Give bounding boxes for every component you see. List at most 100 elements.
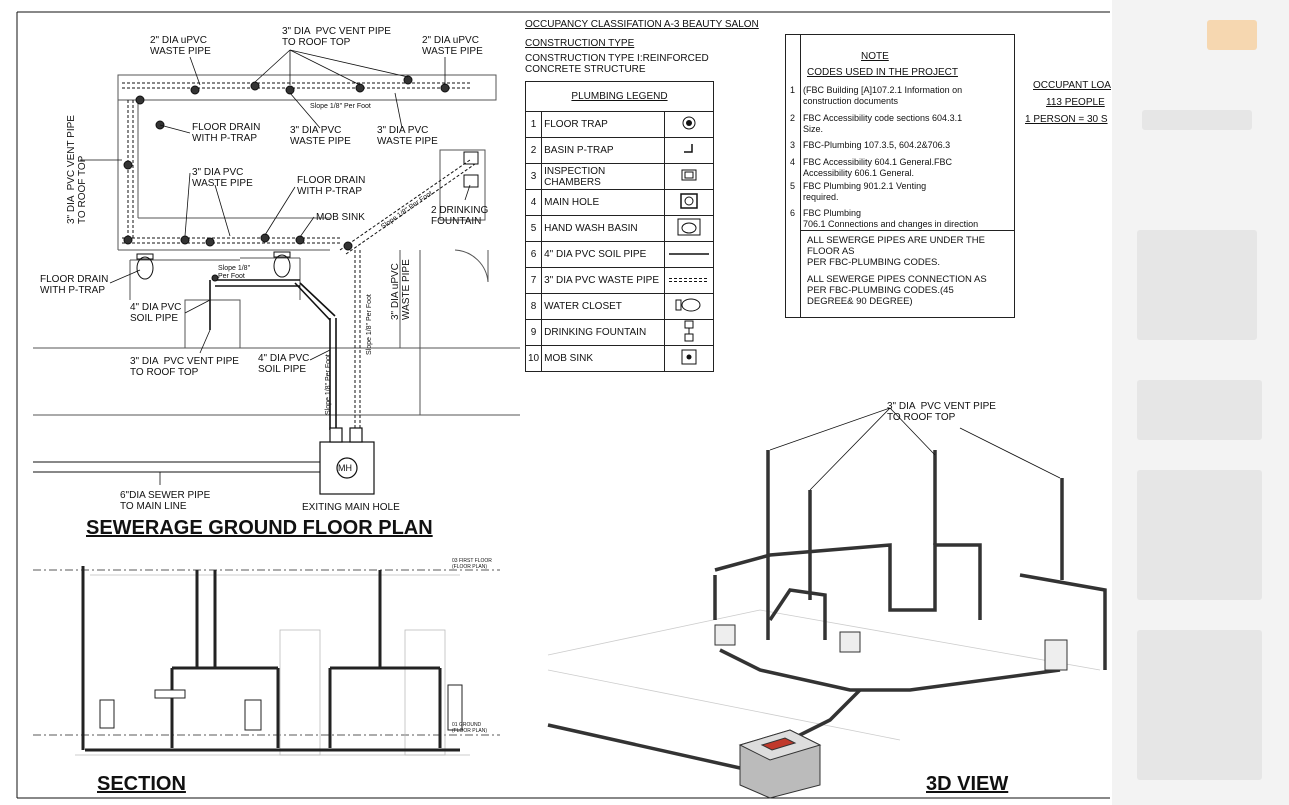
notes-title: NOTE xyxy=(861,51,889,62)
label-main-hole: EXITING MAIN HOLE xyxy=(302,502,400,513)
inspection-chamber-icon xyxy=(664,163,714,190)
label-drinking-fountain: 2 DRINKING FOUNTAIN xyxy=(431,205,489,227)
legend-row-number: 9 xyxy=(524,319,543,346)
construction-type-text: CONSTRUCTION TYPE I:REINFORCED CONCRETE … xyxy=(525,53,709,75)
water-closet-icon xyxy=(664,293,714,320)
plan-leader-lines xyxy=(80,49,471,485)
legend-row: 8 WATER CLOSET xyxy=(524,293,714,320)
label-floor-drain-3: FLOOR DRAIN WITH P-TRAP xyxy=(40,274,109,296)
view3d-vent-pipes xyxy=(766,450,1064,640)
legend-row-number: 2 xyxy=(524,137,543,164)
view3d-fixtures xyxy=(714,624,1068,671)
label-waste-2-right: 2" DIA uPVC WASTE PIPE xyxy=(422,35,483,57)
notes-column-divider xyxy=(800,35,801,317)
label-slope-5: Slope 1/8" Per Foot xyxy=(325,354,332,415)
legend-row: 9 DRINKING FOUNTAIN xyxy=(524,319,714,346)
blurred-block xyxy=(1137,380,1262,440)
legend-row: 5 HAND WASH BASIN xyxy=(524,215,714,242)
label-mob-sink: MOB SINK xyxy=(316,212,365,223)
section-background xyxy=(75,574,470,756)
legend-row-label: MAIN HOLE xyxy=(541,189,665,216)
legend-row: 6 4" DIA PVC SOIL PIPE xyxy=(524,241,714,268)
sewer-main-line xyxy=(33,461,320,473)
legend-row-number: 6 xyxy=(524,241,543,268)
floor-plan-walls xyxy=(33,74,520,416)
occupant-ratio: 1 PERSON = 30 S xyxy=(1025,114,1108,125)
code-item-text: FBC Accessibility 604.1 General.FBC Acce… xyxy=(803,157,953,178)
blurred-block xyxy=(1137,230,1257,340)
label-waste-2-left: 2" DIA uPVC WASTE PIPE xyxy=(150,35,211,57)
blurred-block xyxy=(1137,630,1262,780)
legend-row-label: 4" DIA PVC SOIL PIPE xyxy=(541,241,665,268)
code-item-number: 2 xyxy=(790,113,796,123)
legend-row-label: MOB SINK xyxy=(541,345,665,372)
legend-row-number: 4 xyxy=(524,189,543,216)
basin-p-trap-icon xyxy=(664,137,714,164)
legend-row: 1 FLOOR TRAP xyxy=(524,111,714,138)
legend-row-label: DRINKING FOUNTAIN xyxy=(541,319,665,346)
legend-row-label: 3" DIA PVC WASTE PIPE xyxy=(541,267,665,294)
main-hole-icon xyxy=(664,189,714,216)
hand-wash-basin-icon xyxy=(664,215,714,242)
section-title: SECTION xyxy=(97,773,186,795)
legend-row-number: 5 xyxy=(524,215,543,242)
label-slope-4: Slope 1/8" Per Foot xyxy=(366,294,373,355)
floor-plan-soil-pipes xyxy=(209,279,337,430)
construction-type-heading: CONSTRUCTION TYPE xyxy=(525,38,635,49)
label-soil-4-a: 4" DIA PVC SOIL PIPE xyxy=(130,302,182,324)
code-item-text: FBC Plumbing 706.1 Connections and chang… xyxy=(803,208,979,229)
legend-row-label: WATER CLOSET xyxy=(541,293,665,320)
legend-row: 10 MOB SINK xyxy=(524,345,714,372)
blurred-block xyxy=(1142,110,1252,130)
sheet-border xyxy=(16,11,1110,799)
code-item-text: FBC Plumbing 901.2.1 Venting required. xyxy=(803,181,927,202)
occupancy-classification: OCCUPANCY CLASSIFATION A-3 BEAUTY SALON xyxy=(525,19,759,30)
main-hole-symbol xyxy=(319,427,375,495)
label-waste-3-a: 3" DIA PVC WASTE PIPE xyxy=(290,125,351,147)
legend-row-label: FLOOR TRAP xyxy=(541,111,665,138)
label-waste-3-b: 3" DIA PVC WASTE PIPE xyxy=(377,125,438,147)
view3d-vent-label: 3" DIA PVC VENT PIPE TO ROOF TOP xyxy=(887,401,996,423)
soil-pipe-line-icon xyxy=(664,241,714,268)
view3d-title: 3D VIEW xyxy=(926,773,1009,795)
label-vent-bottom: 3" DIA PVC VENT PIPE TO ROOF TOP xyxy=(130,356,239,378)
section-pipes xyxy=(81,566,460,752)
code-item-text: FBC-Plumbing 107.3.5, 604.2&706.3 xyxy=(803,140,951,150)
plumbing-legend-table: PLUMBING LEGEND 1 FLOOR TRAP 2 BASIN P-T… xyxy=(524,81,714,372)
plan-title: SEWERAGE GROUND FLOOR PLAN xyxy=(86,517,433,539)
occupant-load: OCCUPANT LOA xyxy=(1033,80,1111,91)
view3d-manhole xyxy=(738,729,822,799)
legend-title: PLUMBING LEGEND xyxy=(525,81,714,112)
code-item-number: 4 xyxy=(790,157,796,167)
floor-plan-water-closets xyxy=(136,151,479,280)
waste-pipe-line-icon xyxy=(664,267,714,294)
legend-row-number: 10 xyxy=(524,345,543,372)
legend-row: 3 INSPECTION CHAMBERS xyxy=(524,163,714,190)
section-fixtures xyxy=(99,684,463,731)
drinking-fountain-icon xyxy=(664,319,714,346)
codes-heading: CODES USED IN THE PROJECT xyxy=(807,67,958,78)
label-mh: MH xyxy=(338,463,352,473)
label-waste-3-vertical: 3" DIA uPVC WASTE PIPE xyxy=(390,259,412,320)
view3d-floor-outline xyxy=(547,609,1101,741)
notes-box xyxy=(785,34,1015,318)
legend-row-label: INSPECTION CHAMBERS xyxy=(541,163,665,190)
code-item-number: 6 xyxy=(790,208,796,218)
notes-row-divider xyxy=(800,230,1014,231)
legend-row-label: HAND WASH BASIN xyxy=(541,215,665,242)
view3d-horizontal-pipes xyxy=(547,543,1107,770)
notes-extra-2: ALL SEWERGE PIPES CONNECTION AS PER FBC-… xyxy=(807,274,987,307)
legend-row-number: 1 xyxy=(524,111,543,138)
legend-row-number: 3 xyxy=(524,163,543,190)
code-item-text: (FBC Building [A]107.2.1 Information on … xyxy=(803,85,963,106)
blurred-block xyxy=(1137,470,1262,600)
label-waste-3-c: 3" DIA PVC WASTE PIPE xyxy=(192,167,253,189)
label-sewer-main: 6"DIA SEWER PIPE TO MAIN LINE xyxy=(120,490,211,512)
legend-row: 4 MAIN HOLE xyxy=(524,189,714,216)
section-level-bottom: 01 GROUND (FLOOR PLAN) xyxy=(452,722,488,734)
blurred-logo xyxy=(1207,20,1257,50)
label-vent-left-vertical: 3" DIA PVC VENT PIPE TO ROOF TOP xyxy=(66,115,88,224)
code-item-number: 1 xyxy=(790,85,796,95)
